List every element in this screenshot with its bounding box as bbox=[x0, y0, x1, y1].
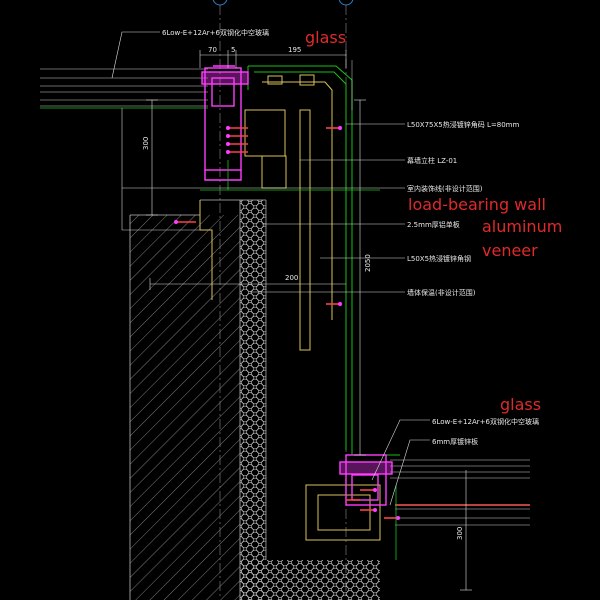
annotation-load-bearing-wall: load-bearing wall bbox=[408, 195, 546, 214]
annotation-veneer: veneer bbox=[482, 241, 538, 260]
fasteners bbox=[176, 127, 398, 519]
label-wall-insulation: 墙体保温(非设计范围) bbox=[407, 288, 476, 297]
label-seal-line: 室内装饰线(非设计范围) bbox=[407, 184, 483, 193]
label-plate: 2.5mm厚铝单板 bbox=[407, 220, 460, 229]
dim-300-left: 300 bbox=[142, 137, 150, 150]
dim-5: 5 bbox=[231, 46, 235, 54]
insulation-upper bbox=[240, 200, 266, 600]
annotation-glass-bottom: glass bbox=[500, 395, 541, 414]
label-angle-steel: L50X75X5热浸镀锌角码 L=80mm bbox=[407, 120, 519, 129]
dim-200: 200 bbox=[285, 274, 298, 282]
curtain-wall-column bbox=[199, 74, 381, 541]
aluminum-profile-bottom bbox=[339, 454, 393, 506]
slab-lines-top bbox=[40, 68, 208, 107]
label-steel-plate: 6mm厚镀锌板 bbox=[432, 437, 478, 446]
leader-lines bbox=[111, 31, 430, 506]
dim-2050: 2050 bbox=[364, 254, 372, 272]
aluminum-veneer bbox=[247, 60, 400, 456]
dimension-lines bbox=[146, 50, 472, 591]
label-glass-spec-bottom: 6Low-E+12Ar+6双钢化中空玻璃 bbox=[432, 417, 539, 426]
fastener-heads bbox=[174, 126, 400, 520]
dim-195: 195 bbox=[288, 46, 301, 54]
axis-markers bbox=[212, 0, 354, 6]
aluminum-profile-top bbox=[201, 65, 249, 181]
dim-300-right: 300 bbox=[456, 527, 464, 540]
annotation-glass-top: glass bbox=[305, 28, 346, 47]
insulation-lower bbox=[240, 560, 380, 600]
gaskets bbox=[200, 160, 397, 560]
label-angle-steel-2: L50X5热浸镀锌角钢 bbox=[407, 254, 471, 263]
slab-lines-bottom bbox=[390, 459, 530, 479]
label-glass-spec-top: 6Low-E+12Ar+6双钢化中空玻璃 bbox=[162, 28, 269, 37]
dim-70: 70 bbox=[208, 46, 217, 54]
load-bearing-wall bbox=[130, 215, 240, 600]
label-column: 幕墙立柱 LZ-01 bbox=[407, 156, 457, 165]
annotation-aluminum: aluminum bbox=[482, 217, 562, 236]
